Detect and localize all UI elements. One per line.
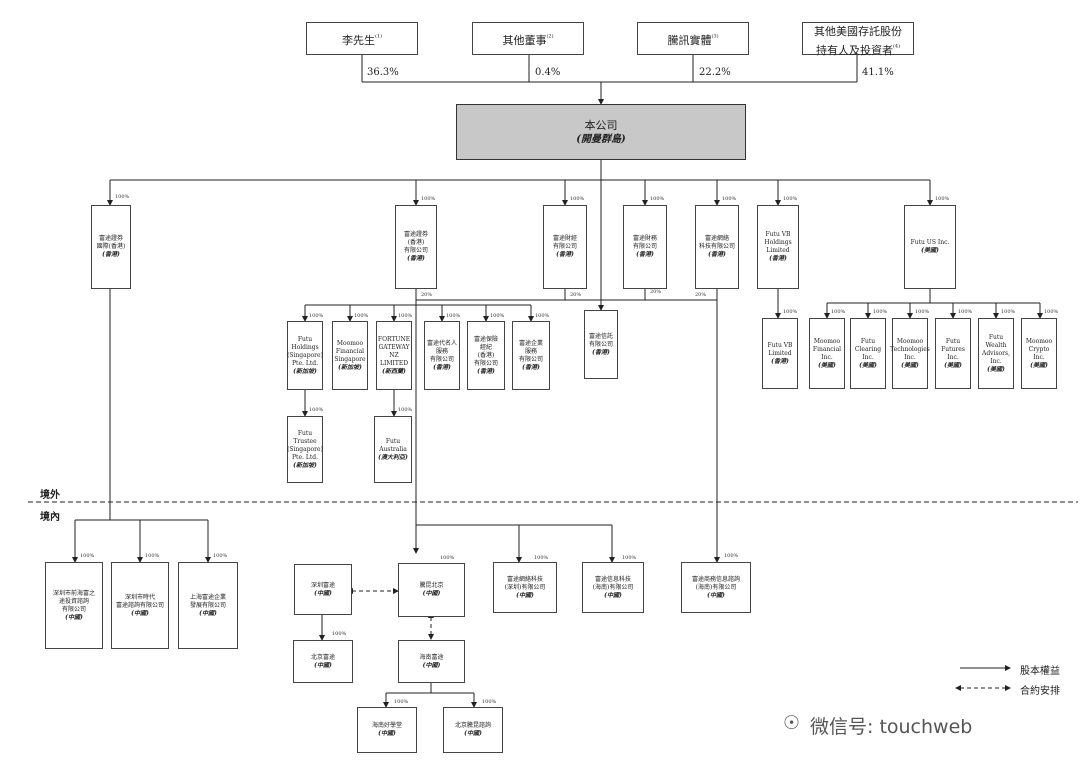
watermark-text: 微信号: touchweb [810, 716, 973, 738]
company-location: (開曼群島) [576, 133, 626, 145]
pct-futu-nominee: 100% [446, 313, 461, 319]
entity-sz-shidai: 深圳市時代 富途諮詢有限公司(中國) [111, 562, 169, 649]
shareholder-li: 李先生(1) [306, 22, 418, 55]
entity-bj-tengyun-consult: 北京騰昆諮詢(中國) [443, 707, 503, 753]
entity-futu-insurance: 富途保險 經紀 (香港) 有限公司(香港) [467, 321, 505, 390]
pct-other-directors: 0.4% [535, 67, 561, 78]
legend-equity-label: 股本權益 [1020, 666, 1060, 677]
entity-tengyun-bj: 騰昆北京(中國) [398, 563, 465, 617]
pct-trust-b: 20% [570, 292, 582, 298]
entity-futu-vb-limited: Futu VB Limited(香港) [762, 318, 798, 389]
pct-futu-net-tech: 100% [722, 196, 737, 202]
pct-tengyun-bj: 100% [440, 555, 455, 561]
entity-futu-net-tech: 富途網絡 科技有限公司(香港) [695, 205, 739, 289]
region-onshore: 境內 [40, 512, 60, 523]
company-name: 本公司 [584, 118, 618, 132]
entity-futu-wealth-adv: Futu Wealth Advisors, Inc.(美國) [978, 318, 1014, 389]
entity-hn-futu: 海南富途(中國) [398, 640, 465, 683]
pct-futu-finance: 100% [650, 196, 665, 202]
pct-futu-info-hn: 100% [622, 555, 637, 561]
pct-li: 36.3% [367, 67, 399, 78]
entity-hn-haoxue: 海南好學堂(中國) [357, 707, 417, 753]
shareholder-other-directors: 其他董事(2) [472, 22, 584, 55]
entity-futu-trust: 富途信託 有限公司(香港) [584, 310, 618, 379]
company-box: 本公司 (開曼群島) [456, 104, 746, 160]
entity-futu-trustee-sg: Futu Trustee (Singapore) Pte. Ltd.(新加坡) [287, 416, 323, 483]
entity-futu-nominee: 富途代名人 服務 有限公司(香港) [424, 321, 460, 390]
entity-moomoo-fin-inc: Moomoo Financial Inc.(美國) [809, 318, 845, 389]
pct-futu-futures: 100% [958, 309, 973, 315]
watermark-wechat-icon: ☉ [783, 712, 801, 734]
entity-moomoo-crypto: Moomoo Crypto Inc.(美國) [1021, 318, 1057, 389]
entity-bj-futu: 北京富途(中國) [293, 640, 353, 683]
entity-futu-us: Futu US Inc.(美國) [904, 205, 956, 289]
entity-futu-clearing: Futu Clearing Inc.(美國) [850, 318, 886, 389]
pct-futu-holdings-sg: 100% [309, 313, 324, 319]
entity-futu-futures: Futu Futures Inc.(美國) [935, 318, 971, 389]
pct-hn-haoxue: 100% [394, 699, 409, 705]
entity-moomoo-sg: Moomoo Financial Singapore(新加坡) [332, 321, 368, 390]
pct-futu-clearing: 100% [873, 309, 888, 315]
pct-futu-us: 100% [935, 196, 950, 202]
pct-trust-c: 20% [650, 289, 662, 295]
entity-fortune-nz: FORTUNE GATEWAY NZ LIMITED(新西蘭) [376, 321, 412, 390]
entity-futu-sec-hk: 富途證券 (香港) 有限公司(香港) [395, 205, 437, 289]
pct-futu-intl-hk: 100% [115, 194, 130, 200]
pct-futu-corp-services: 100% [535, 313, 550, 319]
pct-futu-wealth: 100% [570, 196, 585, 202]
entity-futu-wealth: 富途財經 有限公司(香港) [543, 205, 587, 289]
pct-moomoo-tech: 100% [915, 309, 930, 315]
pct-sh-futu: 100% [213, 553, 228, 559]
pct-tencent: 22.2% [699, 67, 731, 78]
pct-futu-australia: 100% [398, 407, 413, 413]
pct-futu-invest-hn: 100% [724, 553, 739, 559]
pct-trust-d: 20% [695, 292, 707, 298]
pct-futu-trustee-sg: 100% [309, 407, 324, 413]
pct-futu-insurance: 100% [490, 313, 505, 319]
pct-trust-a: 20% [421, 292, 433, 298]
pct-sz-qianhai: 100% [80, 553, 95, 559]
pct-moomoo-sg: 100% [354, 313, 369, 319]
entity-futu-corp-services: 富途企業 服務 有限公司(香港) [512, 321, 550, 390]
pct-bj-tengyun-consult: 100% [482, 699, 497, 705]
entity-futu-info-hn: 富途信息科技 (海南)有限公司(中國) [582, 562, 644, 613]
pct-moomoo-crypto: 100% [1044, 309, 1059, 315]
pct-futu-wealth-adv: 100% [1001, 309, 1016, 315]
region-offshore: 境外 [40, 490, 60, 501]
entity-futu-australia: Futu Australia(澳大利亞) [374, 416, 412, 483]
pct-futu-vb-holdings: 100% [783, 196, 798, 202]
entity-futu-finance: 富途財務 有限公司(香港) [623, 205, 667, 289]
pct-futu-net-sz: 100% [534, 555, 549, 561]
entity-sz-qianhai: 深圳市前海富之 途投資諮詢 有限公司(中國) [45, 562, 103, 649]
shareholder-ads-holders: 其他美國存託股份 持有人及投資者(4) [802, 22, 914, 57]
entity-sh-futu: 上海富途企業 發展有限公司(中國) [178, 562, 238, 649]
entity-moomoo-tech: Moomoo Technologies Inc.(美國) [890, 318, 930, 389]
entity-futu-invest-hn: 富途商務信息諮詢 (海南)有限公司(中國) [681, 562, 751, 613]
entity-futu-intl-hk: 富途證券 國際(香港)(香港) [91, 205, 131, 289]
pct-fortune-nz: 100% [398, 313, 413, 319]
entity-futu-net-sz: 富途網絡科技 (深圳)有限公司(中國) [493, 562, 557, 613]
entity-futu-holdings-sg: Futu Holdings (Singapore) Pte. Ltd.(新加坡) [287, 321, 323, 390]
entity-futu-vb-holdings: Futu VB Holdings Limited(香港) [757, 205, 799, 289]
entity-sz-futu: 深圳富途(中國) [294, 564, 352, 615]
pct-ads-holders: 41.1% [862, 67, 894, 78]
pct-sz-shidai: 100% [145, 553, 160, 559]
pct-moomoo-fin-inc: 100% [831, 309, 846, 315]
pct-bj-futu: 100% [332, 631, 347, 637]
pct-futu-sec-hk: 100% [421, 196, 436, 202]
shareholder-tencent: 騰訊實體(3) [637, 22, 749, 55]
legend-contract-label: 合約安排 [1020, 686, 1060, 697]
pct-futu-vb-limited: 100% [783, 309, 798, 315]
